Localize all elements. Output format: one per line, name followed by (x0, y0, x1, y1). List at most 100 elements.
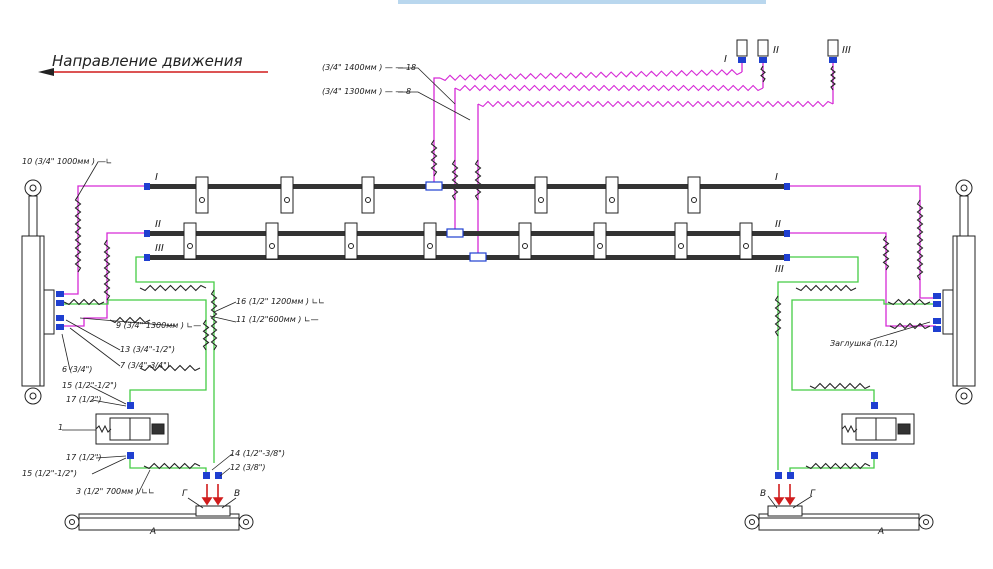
label-17b: 17 (1/2") (66, 453, 102, 462)
label-16: 16 (1/2" 1200мм ) ∟∟ (236, 297, 325, 306)
label-7: 7 (3/4"-3/4") (120, 361, 170, 370)
label-v-left: В (234, 489, 240, 499)
top-fitting-i (738, 57, 746, 63)
clamp-rail-ii-5-bolt (597, 243, 603, 249)
drain-right-rail-iii (777, 256, 859, 470)
clamp-rail-ii-6-bolt (678, 243, 684, 249)
clamp-rail-ii-6 (674, 222, 688, 260)
hose-left-7 (139, 364, 201, 372)
direction-title: Направление движения (52, 52, 242, 70)
right-valve-fitting-bottom (871, 452, 878, 459)
clamp-rail-i-5 (687, 176, 701, 214)
hose-top-8 (454, 84, 764, 92)
left-bottom-fitting-1 (203, 472, 210, 479)
left-cylinder-rod (28, 195, 38, 237)
right-port-1 (933, 293, 941, 299)
clamp-rail-ii-1-bolt (269, 243, 275, 249)
pressure-left-ii (62, 232, 148, 327)
label-g-right: Г (810, 489, 816, 499)
hose-left-drain-top (63, 298, 105, 306)
hose-right-7 (809, 382, 871, 390)
top-header-bar (398, 0, 766, 4)
rail-mark-left-i: I (155, 172, 158, 183)
drain-left-valve-out (129, 458, 207, 472)
left-valve-fitting-top (127, 402, 134, 409)
hose-zigzags (63, 65, 931, 470)
hose-right-13 (889, 322, 931, 330)
label-8: (3/4" 1300мм ) — — 8 (322, 87, 411, 96)
clamp-rail-i-1 (280, 176, 294, 214)
top-connector-i (736, 39, 748, 57)
clamp-rail-ii-2-bolt (348, 243, 354, 249)
clamp-rail-i-3-bolt (538, 197, 544, 203)
label-13: 13 (3/4"-1/2") (120, 345, 175, 354)
label-plug: Заглушка (п.12) (830, 339, 898, 348)
top-roman-i: I (724, 54, 727, 65)
rail-ii (148, 231, 788, 236)
clamp-rail-i-2 (361, 176, 375, 214)
hose-left-16 (139, 284, 207, 292)
rail-mark-right-ii: II (775, 219, 781, 230)
hose-right-10 (916, 199, 924, 281)
rail-mark-left-ii: II (155, 219, 161, 230)
rail-i-right-fitting (784, 183, 790, 190)
tee-rail-iii (469, 252, 487, 262)
boom-rails (148, 184, 788, 260)
clamp-rail-ii-3 (423, 222, 437, 260)
clamp-rail-i-0-bolt (199, 197, 205, 203)
top-connector-ii (757, 39, 769, 57)
left-valve-fitting-bottom (127, 452, 134, 459)
hose-right-3 (805, 462, 871, 470)
right-boom-cylinder (942, 179, 976, 405)
clamp-rail-ii-7-bolt (743, 243, 749, 249)
label-12: 12 (3/8") (230, 463, 266, 472)
right-bottom-fitting-2 (787, 472, 794, 479)
clamp-rail-ii-2 (344, 222, 358, 260)
left-cylinder-port-block (43, 289, 55, 335)
left-port-3 (56, 315, 64, 321)
rail-clamps (183, 176, 753, 260)
clamp-rail-ii-4-bolt (522, 243, 528, 249)
hose-top-iii-drop (830, 65, 836, 91)
left-port-1 (56, 291, 64, 297)
clamp-rail-i-4-bolt (609, 197, 615, 203)
clamp-rail-i-1-bolt (284, 197, 290, 203)
right-cylinder-rod (959, 195, 969, 237)
top-roman-iii: III (842, 45, 851, 56)
top-fitting-ii (759, 57, 767, 63)
rail-iii-right-fitting (784, 254, 790, 261)
left-bottom-cylinder (64, 505, 254, 531)
label-g-left: Г (182, 489, 188, 499)
top-connector-iii (827, 39, 839, 57)
label-15b: 15 (1/2"-1/2") (22, 469, 77, 478)
rail-i (148, 184, 788, 189)
rail-ii-left-fitting (144, 230, 150, 237)
left-port-2 (56, 300, 64, 306)
clamp-rail-i-4 (605, 176, 619, 214)
top-roman-ii: II (773, 45, 779, 56)
left-cylinder-body (21, 235, 45, 387)
right-port-4 (933, 326, 941, 332)
right-bottom-fitting-1 (775, 472, 782, 479)
label-3: 3 (1/2" 700мм ) ∟∟ (76, 487, 155, 496)
pressure-right-ii (788, 232, 936, 327)
left-bottom-fitting-2 (215, 472, 222, 479)
clamp-rail-ii-1 (265, 222, 279, 260)
label-9: 9 (3/4" 1300мм ) ∟— (116, 321, 201, 330)
label-v-right: В (760, 489, 766, 499)
label-11: 11 (1/2"600мм ) ∟— (236, 315, 319, 324)
left-boom-cylinder (21, 179, 55, 405)
hose-left-3 (143, 462, 201, 470)
hose-right-9 (882, 235, 890, 271)
drain-left-rail-iii (135, 256, 215, 463)
tee-rail-ii (446, 228, 464, 238)
right-bottom-cylinder (744, 505, 934, 531)
label-18: (3/4" 1400мм ) — — 18 (322, 63, 416, 72)
pressure-hose-18 (433, 77, 440, 186)
label-1: 1 (58, 423, 63, 432)
drain-right-valve-out (789, 458, 875, 472)
rail-ii-right-fitting (784, 230, 790, 237)
rail-mark-right-iii: III (775, 264, 784, 275)
label-6: 6 (3/4") (62, 365, 92, 374)
